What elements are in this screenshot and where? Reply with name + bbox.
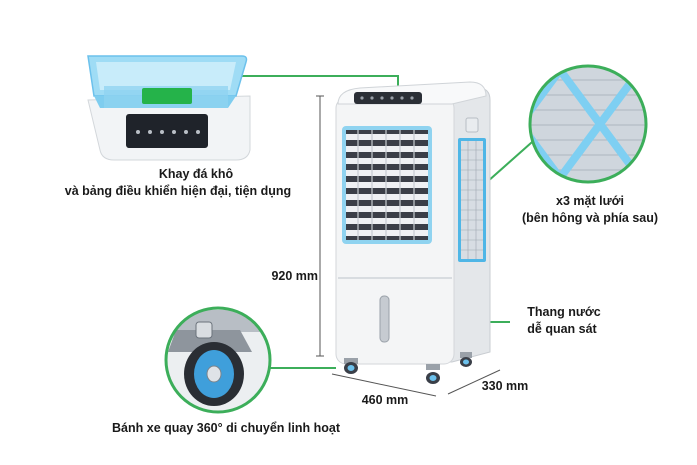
dimension-lines [316,95,501,397]
ice-tray-detail [87,55,251,161]
vertical-louvers [357,130,415,240]
ice-pack [142,88,192,104]
tank-callout-line1: Thang nước [527,305,601,319]
louver-slats [346,134,428,236]
tray-callout-line1: Khay đá khô [158,167,234,181]
tank-callout-line2: dễ quan sát [527,322,597,336]
control-buttons [360,96,414,100]
tray-callout-line [238,75,399,90]
air-cooler-unit [335,81,491,384]
height-dimension: 920 mm [271,269,318,283]
wheel-zoom-circle [164,306,272,414]
cooler-wheels [344,352,472,384]
wheel-callout: Bánh xe quay 360° di chuyển linh hoạt [112,421,340,435]
mesh-zoom-circle [528,64,648,184]
water-inlet-port [465,117,479,133]
mesh-callout-line2: (bên hông và phía sau) [521,211,659,225]
depth-dimension: 330 mm [481,379,529,393]
width-dimension: 460 mm [361,393,409,407]
tray-control-display [126,114,208,148]
tray-callout-line2: và bảng điều khiển hiện đại, tiện dụng [64,184,292,198]
control-panel [354,92,422,104]
mesh-callout-line1: x3 mặt lưới [556,194,624,208]
water-level-window [379,295,390,343]
